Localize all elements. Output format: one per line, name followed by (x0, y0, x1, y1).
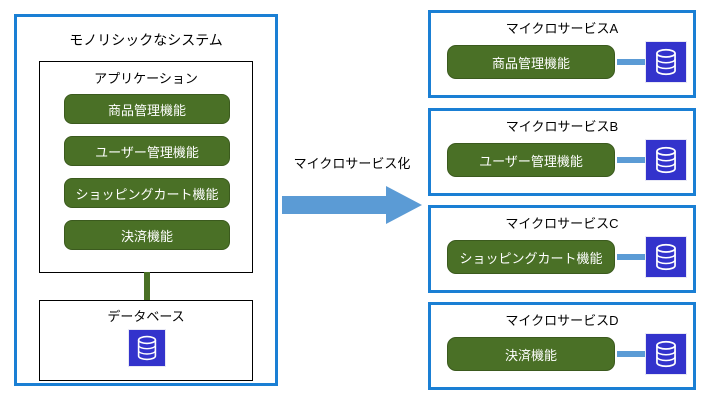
microservice-feature-box: ショッピングカート機能 (447, 240, 615, 274)
microservice-panel-b: マイクロサービスB ユーザー管理機能 (428, 108, 696, 196)
application-database-connector (144, 272, 150, 302)
microservice-title: マイクロサービスC (505, 216, 619, 231)
database-box: データベース (39, 300, 253, 381)
monolithic-system-panel: モノリシックなシステム アプリケーション 商品管理機能 ユーザー管理機能 ショッ… (14, 14, 278, 386)
service-database-connector (617, 351, 647, 357)
monolithic-system-title: モノリシックなシステム (69, 32, 223, 48)
microservice-title: マイクロサービスD (505, 313, 619, 328)
database-icon (645, 333, 687, 375)
feature-box-product-management: 商品管理機能 (64, 94, 230, 124)
database-icon (645, 236, 687, 278)
database-title: データベース (107, 309, 185, 324)
application-box: アプリケーション 商品管理機能 ユーザー管理機能 ショッピングカート機能 決済機… (39, 61, 253, 273)
service-database-connector (617, 59, 647, 65)
microservice-title: マイクロサービスB (505, 119, 619, 134)
microservice-feature-box: 商品管理機能 (447, 45, 615, 79)
database-icon (128, 329, 166, 367)
feature-box-user-management: ユーザー管理機能 (64, 136, 230, 166)
microservice-panel-c: マイクロサービスC ショッピングカート機能 (428, 205, 696, 293)
microservice-feature-box: 決済機能 (447, 337, 615, 371)
microservice-panel-a: マイクロサービスA 商品管理機能 (428, 10, 696, 98)
microservice-feature-box: ユーザー管理機能 (447, 143, 615, 177)
transformation-label: マイクロサービス化 (293, 156, 411, 171)
application-title: アプリケーション (94, 71, 198, 86)
right-arrow-icon (282, 186, 422, 224)
database-icon (645, 41, 687, 83)
feature-box-shopping-cart: ショッピングカート機能 (64, 178, 230, 208)
service-database-connector (617, 157, 647, 163)
feature-box-payment: 決済機能 (64, 220, 230, 250)
database-icon (645, 139, 687, 181)
service-database-connector (617, 254, 647, 260)
microservice-title: マイクロサービスA (505, 21, 619, 36)
microservice-panel-d: マイクロサービスD 決済機能 (428, 302, 696, 390)
